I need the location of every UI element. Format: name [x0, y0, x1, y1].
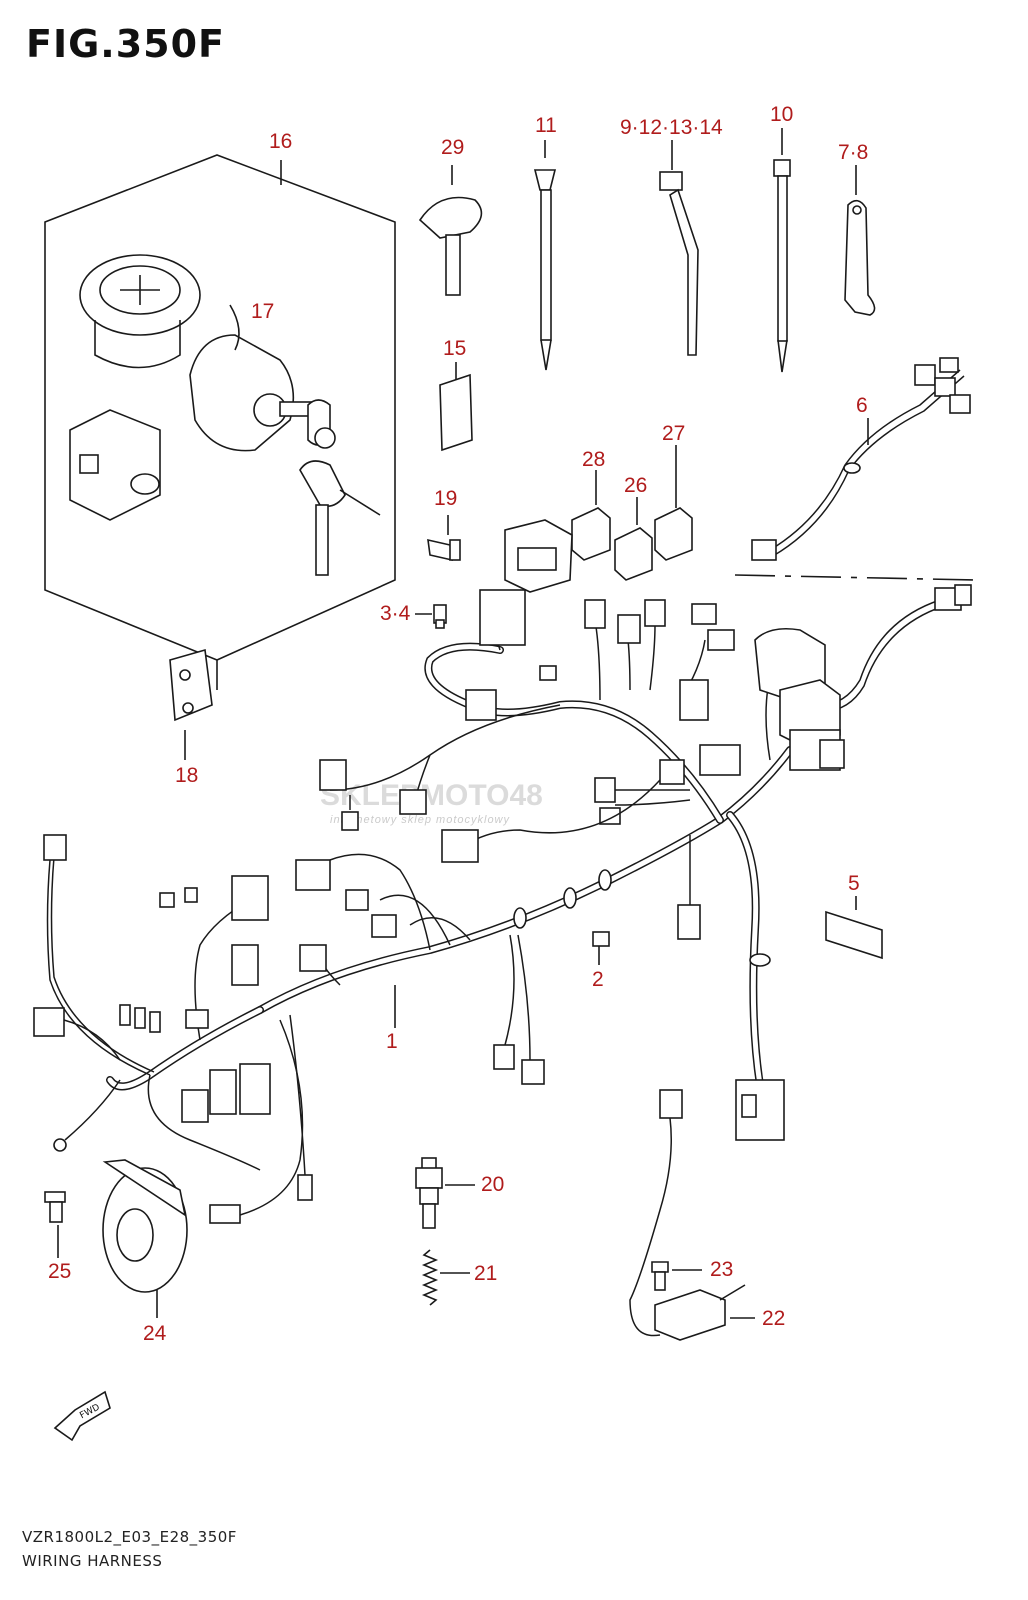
callout-6: 6 [856, 394, 868, 417]
part-6-sub-harness [751, 357, 971, 561]
part-3-4-fuse [415, 604, 447, 629]
dashed-leader [734, 574, 976, 581]
callout-1: 1 [386, 1030, 398, 1053]
part-22-sensor [629, 1089, 755, 1341]
relays-group [504, 445, 693, 593]
callout-29: 29 [441, 136, 464, 159]
callout-19: 19 [434, 487, 457, 510]
callout-25: 25 [48, 1260, 71, 1283]
ignition-switch-set-box [44, 154, 396, 661]
callout-21: 21 [474, 1262, 497, 1285]
figure-title: FIG.350F [26, 22, 226, 66]
part-25-bolt [44, 1191, 66, 1258]
watermark-tagline: internetowy sklep motocyklowy [330, 814, 511, 826]
part-5-label [825, 896, 883, 960]
part-24-horn [102, 1159, 188, 1318]
callout-27: 27 [662, 422, 685, 445]
part-15-label [439, 362, 473, 452]
part-7-clamp [844, 165, 876, 316]
callout-5: 5 [848, 872, 860, 895]
callout-18: 18 [175, 764, 198, 787]
callout-7-8: 7·8 [838, 141, 868, 164]
part-10-tie [773, 128, 791, 373]
model-code: VZR1800L2_E03_E28_350F [22, 1528, 237, 1546]
callout-28: 28 [582, 448, 605, 471]
watermark-brand: SKLEPMOTO48 [320, 779, 543, 812]
callout-16: 16 [269, 130, 292, 153]
part-29-key [418, 165, 483, 296]
callout-23: 23 [710, 1258, 733, 1281]
figure-caption: WIRING HARNESS [22, 1552, 163, 1570]
callout-15: 15 [443, 337, 466, 360]
callout-11: 11 [535, 114, 557, 137]
right-sub-harness [819, 584, 972, 712]
part-18-bracket [169, 648, 218, 760]
callout-24: 24 [143, 1322, 167, 1345]
part-2-fuse [592, 931, 610, 965]
part-21-spring [421, 1249, 470, 1306]
callout-10: 10 [770, 103, 793, 126]
callout-22: 22 [762, 1307, 785, 1330]
callout-26: 26 [624, 474, 647, 497]
part-11-clamp [533, 140, 557, 371]
callout-20: 20 [481, 1173, 504, 1196]
callout-3-4: 3·4 [380, 602, 411, 625]
part-1-main-harness [33, 589, 845, 1224]
callout-2: 2 [592, 968, 604, 991]
callout-9-12-13-14: 9·12·13·14 [620, 116, 723, 139]
part-20-switch [415, 1157, 475, 1229]
fwd-arrow-icon: FWD [53, 1390, 111, 1442]
part-9-clamp [659, 140, 699, 356]
part-19-screw [427, 515, 461, 562]
callout-17: 17 [251, 300, 274, 323]
